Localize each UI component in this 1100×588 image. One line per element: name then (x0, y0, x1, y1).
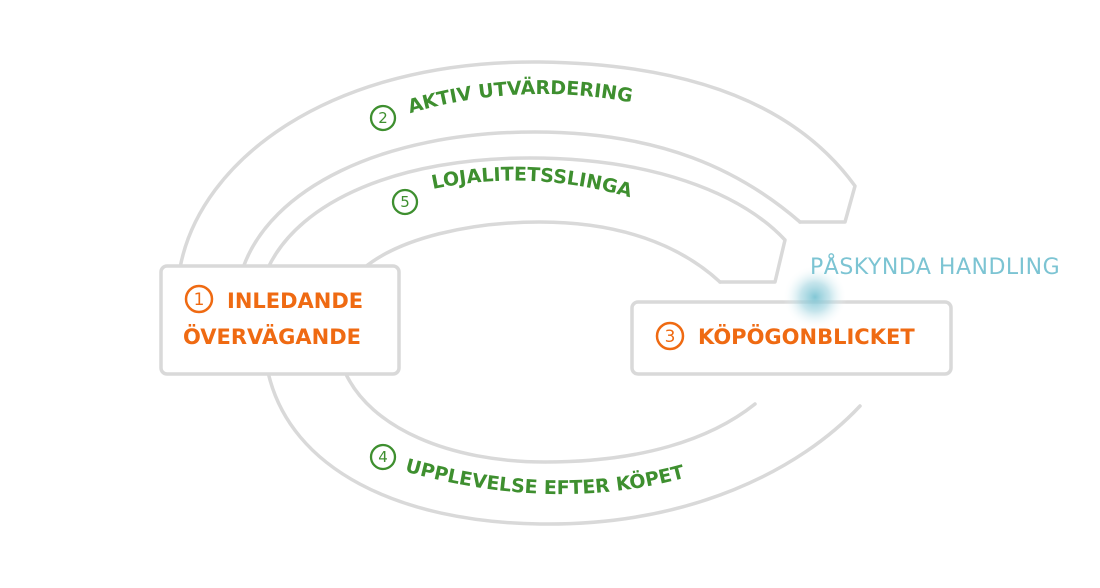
moment-of-purchase-number-badge (655, 321, 685, 351)
loyalty-loop-outer-edge (266, 156, 787, 284)
active-evaluation-label: AKTIV UTVÄRDERING (405, 75, 634, 118)
loyalty-loop-label: LOJALITETSSLINGA (430, 164, 635, 203)
initial-consideration-label-line2: ÖVERVÄGANDE (183, 324, 361, 349)
initial-consideration-number-badge (184, 284, 214, 314)
post-purchase-number: 4 (378, 448, 388, 466)
loyalty-loop-number: 5 (400, 193, 410, 211)
accelerator-glow-icon (783, 265, 847, 329)
active-evaluation-number: 2 (378, 109, 388, 127)
post-purchase-number-badge (369, 443, 397, 471)
accelerator-label: PÅSKYNDA HANDLING (810, 253, 1060, 280)
active-evaluation-number-badge (369, 104, 397, 132)
active-evaluation-inner-edge (241, 130, 802, 270)
initial-consideration-label-line1: INLEDANDE (227, 289, 363, 313)
initial-consideration-number: 1 (194, 290, 205, 310)
post-purchase-outer-edge (266, 370, 862, 526)
moment-of-purchase-number: 3 (665, 327, 676, 347)
loyalty-loop-number-badge (391, 188, 419, 216)
loyalty-loop-inner-edge (362, 220, 722, 284)
post-purchase-inner-edge (343, 370, 757, 464)
active-evaluation-outer-edge (178, 60, 857, 270)
moment-of-purchase-label: KÖPÖGONBLICKET (698, 324, 915, 349)
initial-consideration-box (159, 264, 401, 376)
